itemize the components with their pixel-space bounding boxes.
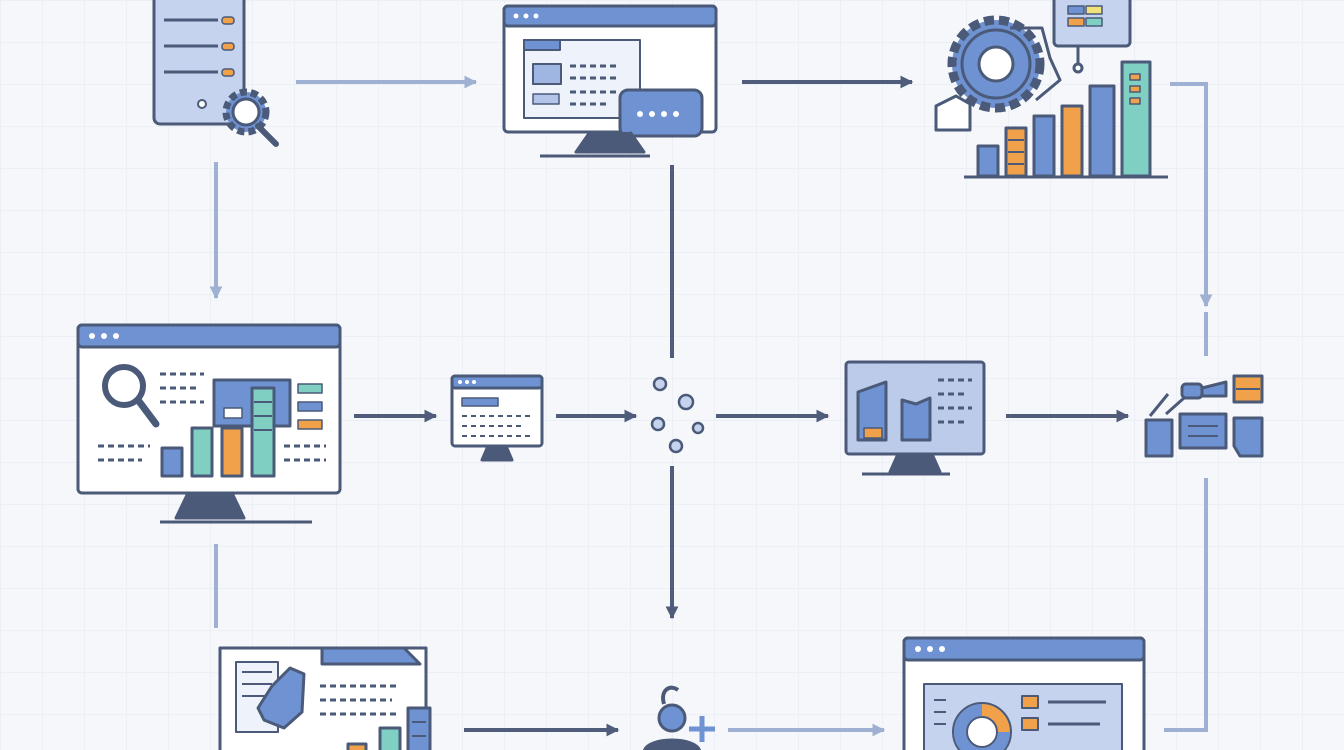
small-monitor-icon[interactable] [450, 374, 544, 462]
connectors [209, 75, 1213, 737]
server-search-icon[interactable] [152, 0, 279, 147]
gear-bar-chart-icon[interactable] [934, 0, 1168, 179]
line-blocks-to-dashboard [1164, 478, 1208, 732]
add-user-icon[interactable] [643, 685, 715, 750]
donut-dashboard-icon[interactable] [902, 636, 1146, 750]
connected-blocks-icon[interactable] [1144, 374, 1264, 458]
analytics-dashboard-icon[interactable] [76, 323, 342, 524]
monitor-chat-icon[interactable] [502, 4, 718, 158]
scatter-dots-icon[interactable] [650, 376, 705, 454]
document-report-icon[interactable] [218, 646, 432, 750]
arrow-charts-to-right-column [1170, 82, 1213, 308]
chart-monitor-icon[interactable] [844, 360, 986, 476]
